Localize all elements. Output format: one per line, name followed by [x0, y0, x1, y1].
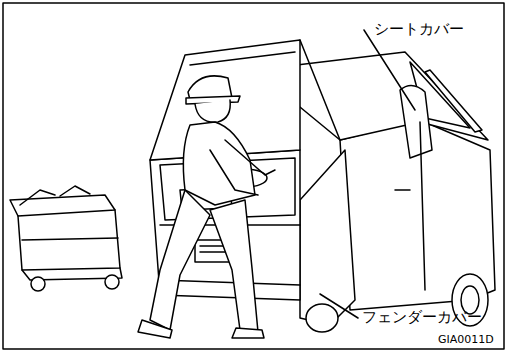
mechanic	[138, 76, 275, 338]
leader-line	[320, 294, 358, 318]
part-label: シートカバー	[374, 20, 464, 38]
car	[150, 40, 495, 332]
leader-line	[364, 30, 415, 110]
frame	[3, 3, 504, 349]
part-label: フェンダーカバー	[362, 308, 482, 326]
figure-code: GIA0011D	[438, 333, 494, 346]
tool-cart	[10, 186, 122, 291]
